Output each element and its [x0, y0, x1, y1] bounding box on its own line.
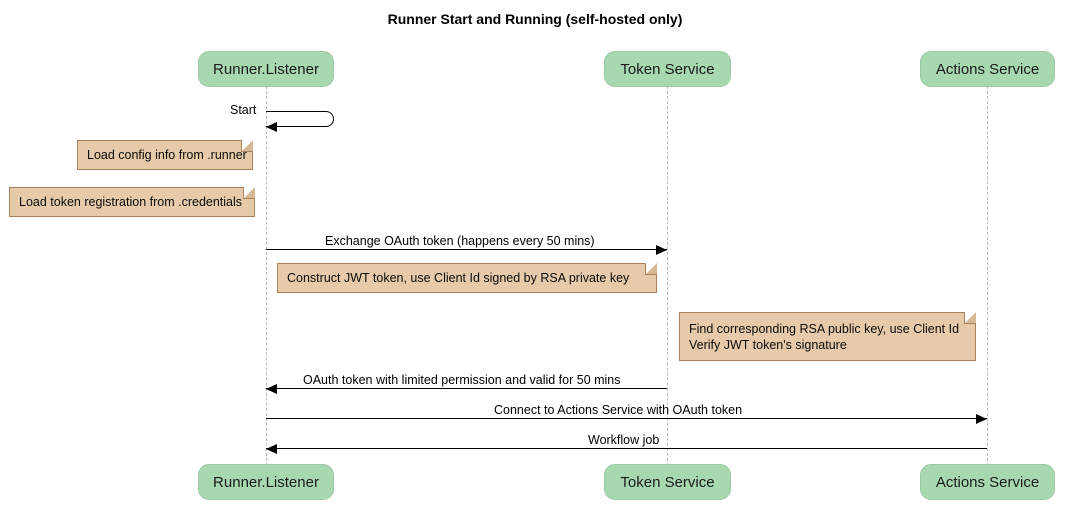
note-line: Verify JWT token's signature — [689, 337, 847, 352]
message-oauth-token-return-line — [266, 388, 667, 389]
message-exchange-oauth-token-line — [266, 249, 667, 250]
participant-label: Token Service — [620, 473, 715, 491]
message-connect-actions-label: Connect to Actions Service with OAuth to… — [494, 403, 743, 417]
note-line: Load token registration from .credential… — [19, 195, 243, 209]
message-exchange-oauth-token-arrowhead — [656, 245, 667, 255]
message-workflow-job-line — [266, 448, 987, 449]
lifeline-token — [667, 86, 668, 466]
self-message-start-loop — [266, 111, 334, 127]
message-workflow-job-label: Workflow job — [588, 433, 660, 447]
note-construct-jwt: Construct JWT token, use Client Id signe… — [277, 263, 657, 293]
participant-label: Actions Service — [935, 60, 1040, 78]
lifeline-actions — [987, 86, 988, 466]
note-verify-jwt: Find corresponding RSA public key, use C… — [679, 312, 976, 361]
note-fold-icon — [241, 140, 253, 152]
participant-runner-listener-top[interactable]: Runner.Listener — [198, 51, 334, 87]
self-message-start-arrowhead — [266, 122, 277, 132]
note-load-config: Load config info from .runner — [77, 140, 253, 170]
note-fold-icon — [243, 187, 255, 199]
note-line: Find corresponding RSA public key, use C… — [689, 321, 960, 336]
message-workflow-job-arrowhead — [266, 444, 277, 454]
participant-label: Runner.Listener — [213, 60, 319, 78]
participant-label: Token Service — [620, 60, 715, 78]
note-line: Load config info from .runner — [87, 148, 247, 162]
message-oauth-token-return-arrowhead — [266, 384, 277, 394]
note-load-token-registration: Load token registration from .credential… — [9, 187, 255, 217]
note-fold-icon — [645, 263, 657, 275]
participant-actions-service-top[interactable]: Actions Service — [920, 51, 1055, 87]
message-oauth-token-return-label: OAuth token with limited permission and … — [303, 373, 621, 387]
note-fold-icon — [964, 312, 976, 324]
participant-runner-listener-bottom[interactable]: Runner.Listener — [198, 464, 334, 500]
note-line: Construct JWT token, use Client Id signe… — [287, 271, 630, 285]
message-connect-actions-arrowhead — [976, 414, 987, 424]
self-message-start-label: Start — [230, 103, 257, 117]
page-title: Runner Start and Running (self-hosted on… — [387, 11, 683, 27]
participant-label: Runner.Listener — [213, 473, 319, 491]
message-connect-actions-line — [266, 418, 987, 419]
participant-token-service-bottom[interactable]: Token Service — [604, 464, 731, 500]
participant-label: Actions Service — [935, 473, 1040, 491]
lifeline-runner — [266, 86, 267, 466]
message-exchange-oauth-token-label: Exchange OAuth token (happens every 50 m… — [325, 234, 595, 248]
participant-actions-service-bottom[interactable]: Actions Service — [920, 464, 1055, 500]
participant-token-service-top[interactable]: Token Service — [604, 51, 731, 87]
